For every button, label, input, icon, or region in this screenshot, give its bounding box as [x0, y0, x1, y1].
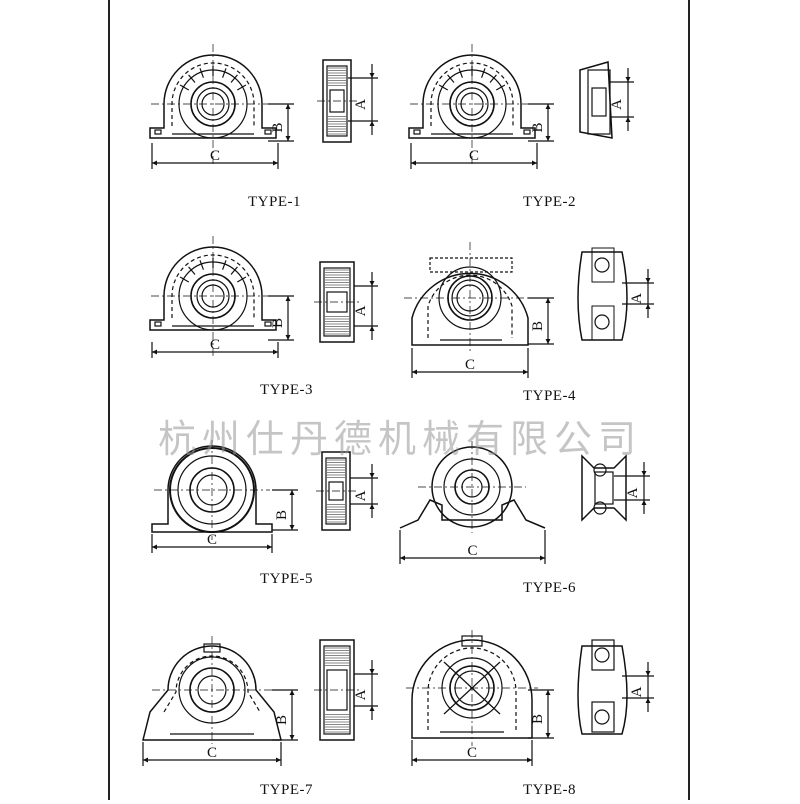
height-dimension-label: B	[270, 122, 286, 132]
bore-dimension-label: A	[353, 99, 369, 110]
type-1-label: TYPE-1	[248, 194, 301, 210]
type-5-label: TYPE-5	[260, 571, 313, 587]
type-7-drawing: B C A	[142, 636, 378, 766]
bore-dimension-label: A	[629, 293, 645, 304]
left-frame-line	[108, 0, 110, 800]
bore-dimension-label: A	[625, 487, 641, 498]
type-8-label: TYPE-8	[523, 782, 576, 798]
width-dimension-label: C	[465, 357, 475, 373]
width-dimension-label: C	[210, 148, 220, 164]
type-4-label: TYPE-4	[523, 388, 576, 404]
width-dimension-label: C	[210, 337, 220, 353]
type-5-drawing: B C A	[151, 440, 378, 553]
height-dimension-label: B	[274, 715, 290, 725]
height-dimension-label: B	[530, 321, 546, 331]
height-dimension-label: B	[270, 318, 286, 328]
bore-dimension-label: A	[353, 689, 369, 700]
type-3-drawing: B C A	[149, 236, 378, 358]
type-4-drawing: B C A	[404, 242, 654, 378]
width-dimension-label: C	[207, 532, 217, 548]
bore-dimension-label: A	[353, 305, 369, 316]
bore-dimension-label: A	[353, 490, 369, 501]
height-dimension-label: B	[530, 714, 546, 724]
type-2-drawing: B C A	[408, 44, 634, 169]
height-dimension-label: B	[530, 122, 546, 132]
bore-dimension-label: A	[609, 99, 625, 110]
width-dimension-label: C	[207, 745, 217, 761]
height-dimension-label: B	[274, 510, 290, 520]
type-6-drawing: CA	[399, 441, 650, 564]
type-6-label: TYPE-6	[523, 580, 576, 596]
width-dimension-label: C	[467, 543, 477, 559]
type-7-label: TYPE-7	[260, 782, 313, 798]
type-8-drawing: B C A	[406, 630, 654, 766]
bore-dimension-label: A	[629, 686, 645, 697]
width-dimension-label: C	[469, 148, 479, 164]
type-1-drawing: B C A	[149, 44, 378, 169]
type-3-label: TYPE-3	[260, 382, 313, 398]
width-dimension-label: C	[467, 745, 477, 761]
right-frame-line	[688, 0, 690, 800]
type-2-label: TYPE-2	[523, 194, 576, 210]
company-watermark: 杭州仕丹德机械有限公司	[157, 417, 642, 461]
